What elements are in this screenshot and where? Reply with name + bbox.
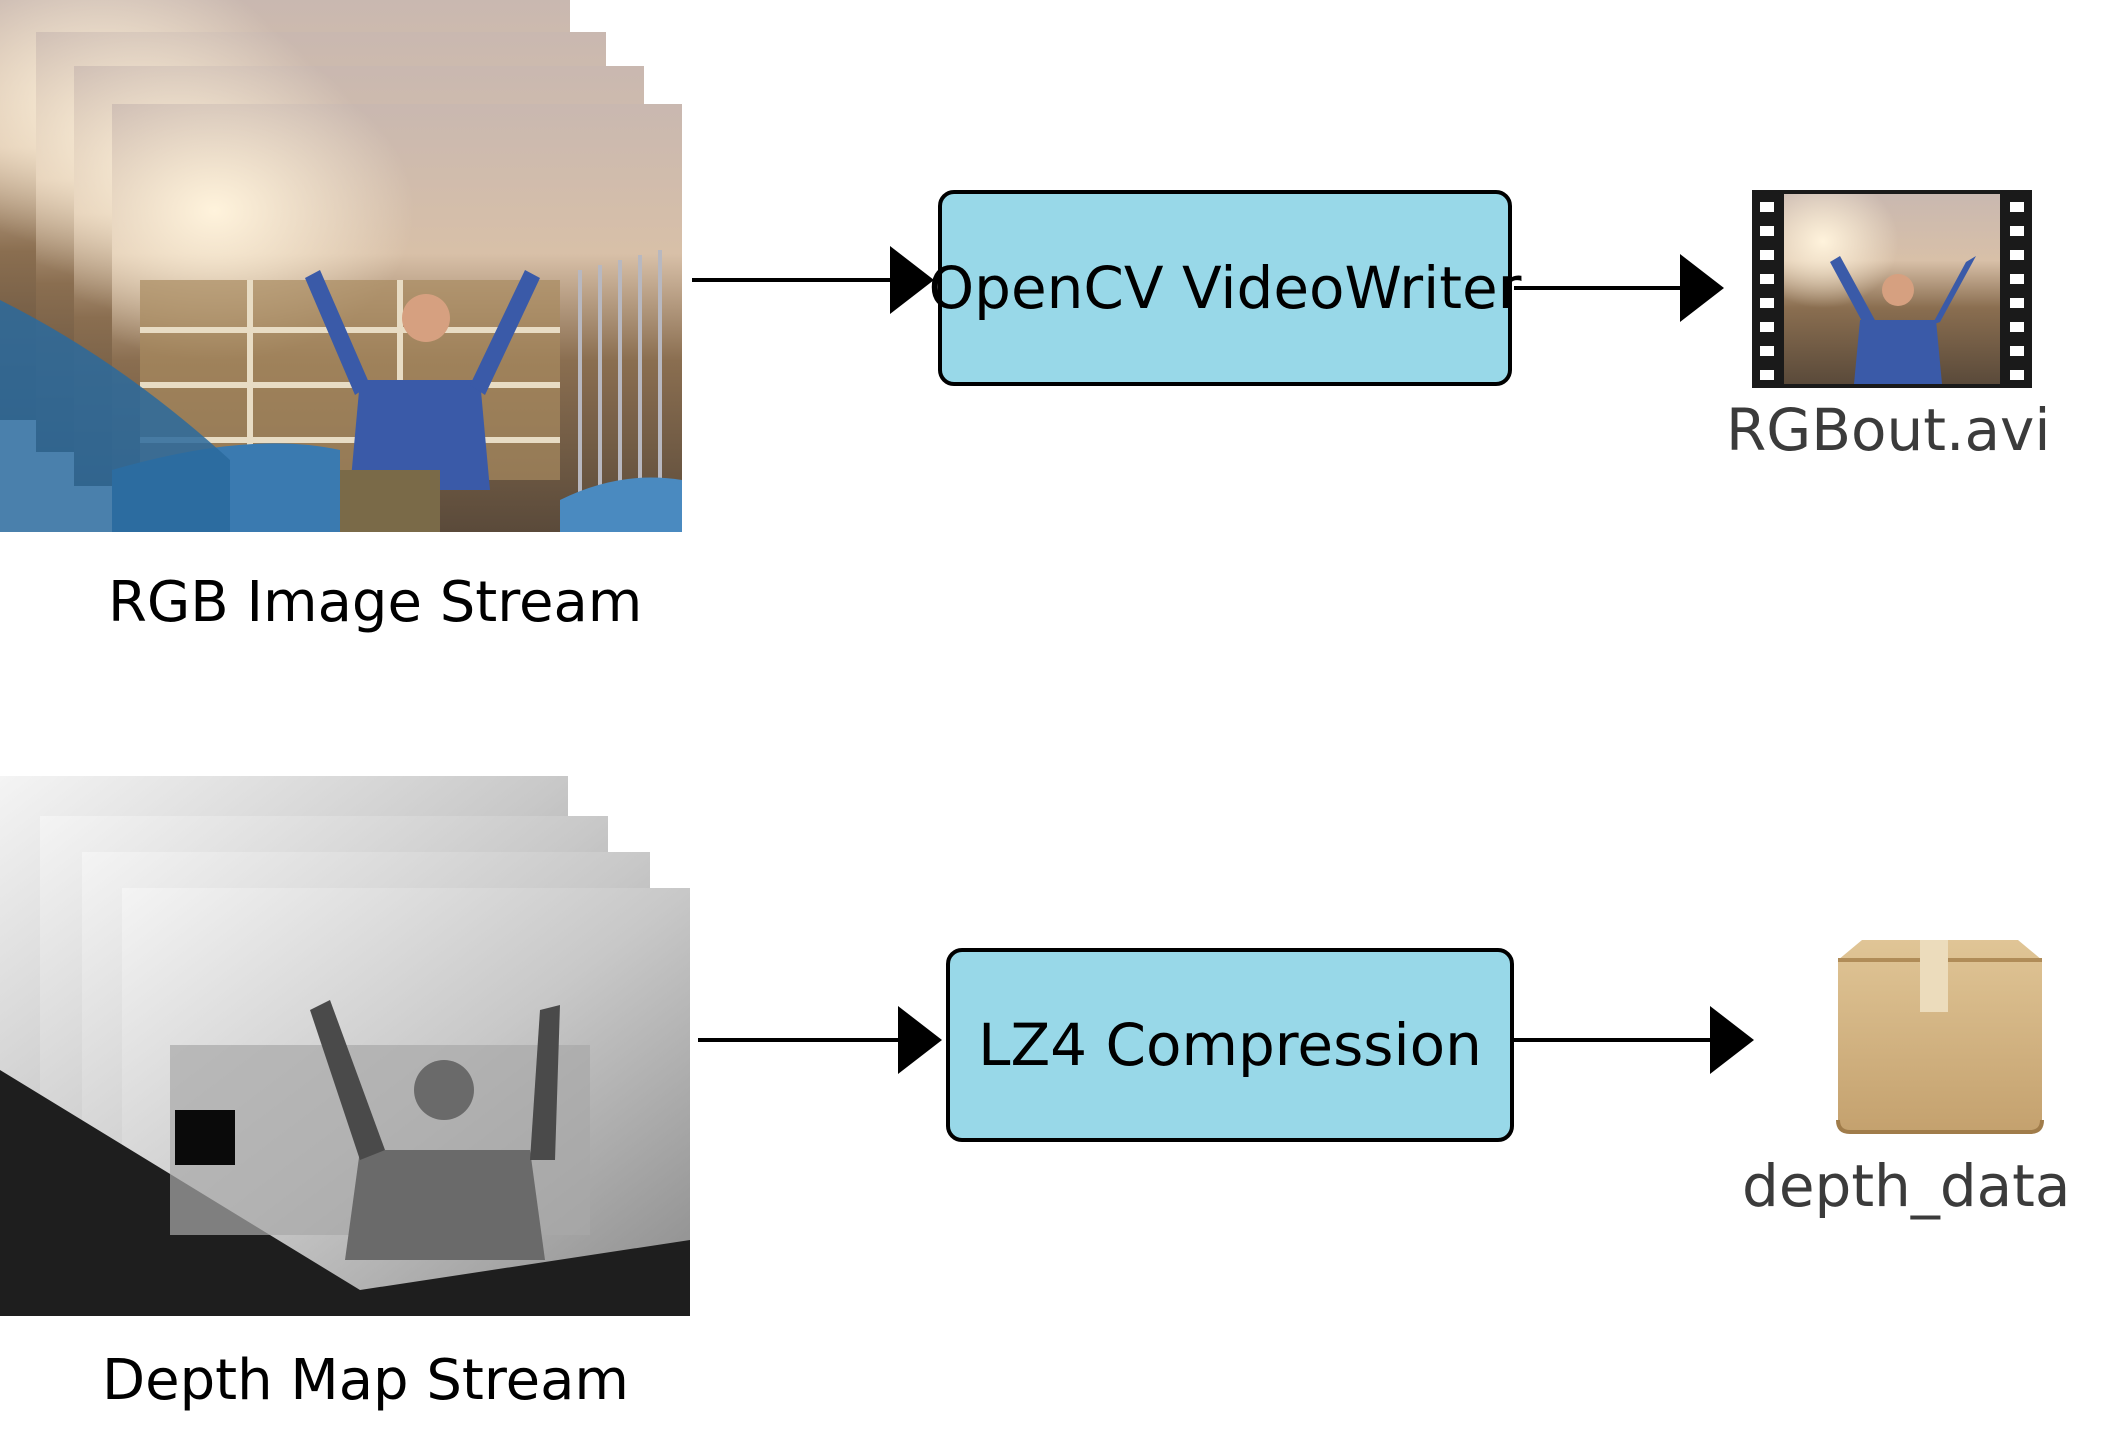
rgb-output-filename: RGBout.avi: [1726, 396, 2051, 464]
arrow-videowriter-to-file: [1514, 254, 1724, 322]
depth-stream-label: Depth Map Stream: [102, 1348, 629, 1413]
rgb-frame-stack: [0, 0, 682, 532]
depth-frame-front: [0, 888, 690, 1316]
rgb-stream-label: RGB Image Stream: [108, 570, 643, 635]
opencv-videowriter-box: OpenCV VideoWriter: [929, 190, 1522, 386]
archive-box-icon: [1836, 940, 2044, 1134]
opencv-videowriter-label: OpenCV VideoWriter: [928, 254, 1522, 322]
video-file-icon: [1752, 190, 2032, 388]
lz4-compression-label: LZ4 Compression: [978, 1011, 1482, 1079]
depth-frame-stack: [0, 776, 690, 1316]
depth-output-filename: depth_data: [1742, 1152, 2071, 1220]
arrow-depth-to-lz4: [698, 1006, 942, 1074]
arrow-rgb-to-videowriter: [692, 246, 934, 314]
arrow-lz4-to-file: [1514, 1006, 1754, 1074]
lz4-compression-box: LZ4 Compression: [946, 948, 1514, 1142]
